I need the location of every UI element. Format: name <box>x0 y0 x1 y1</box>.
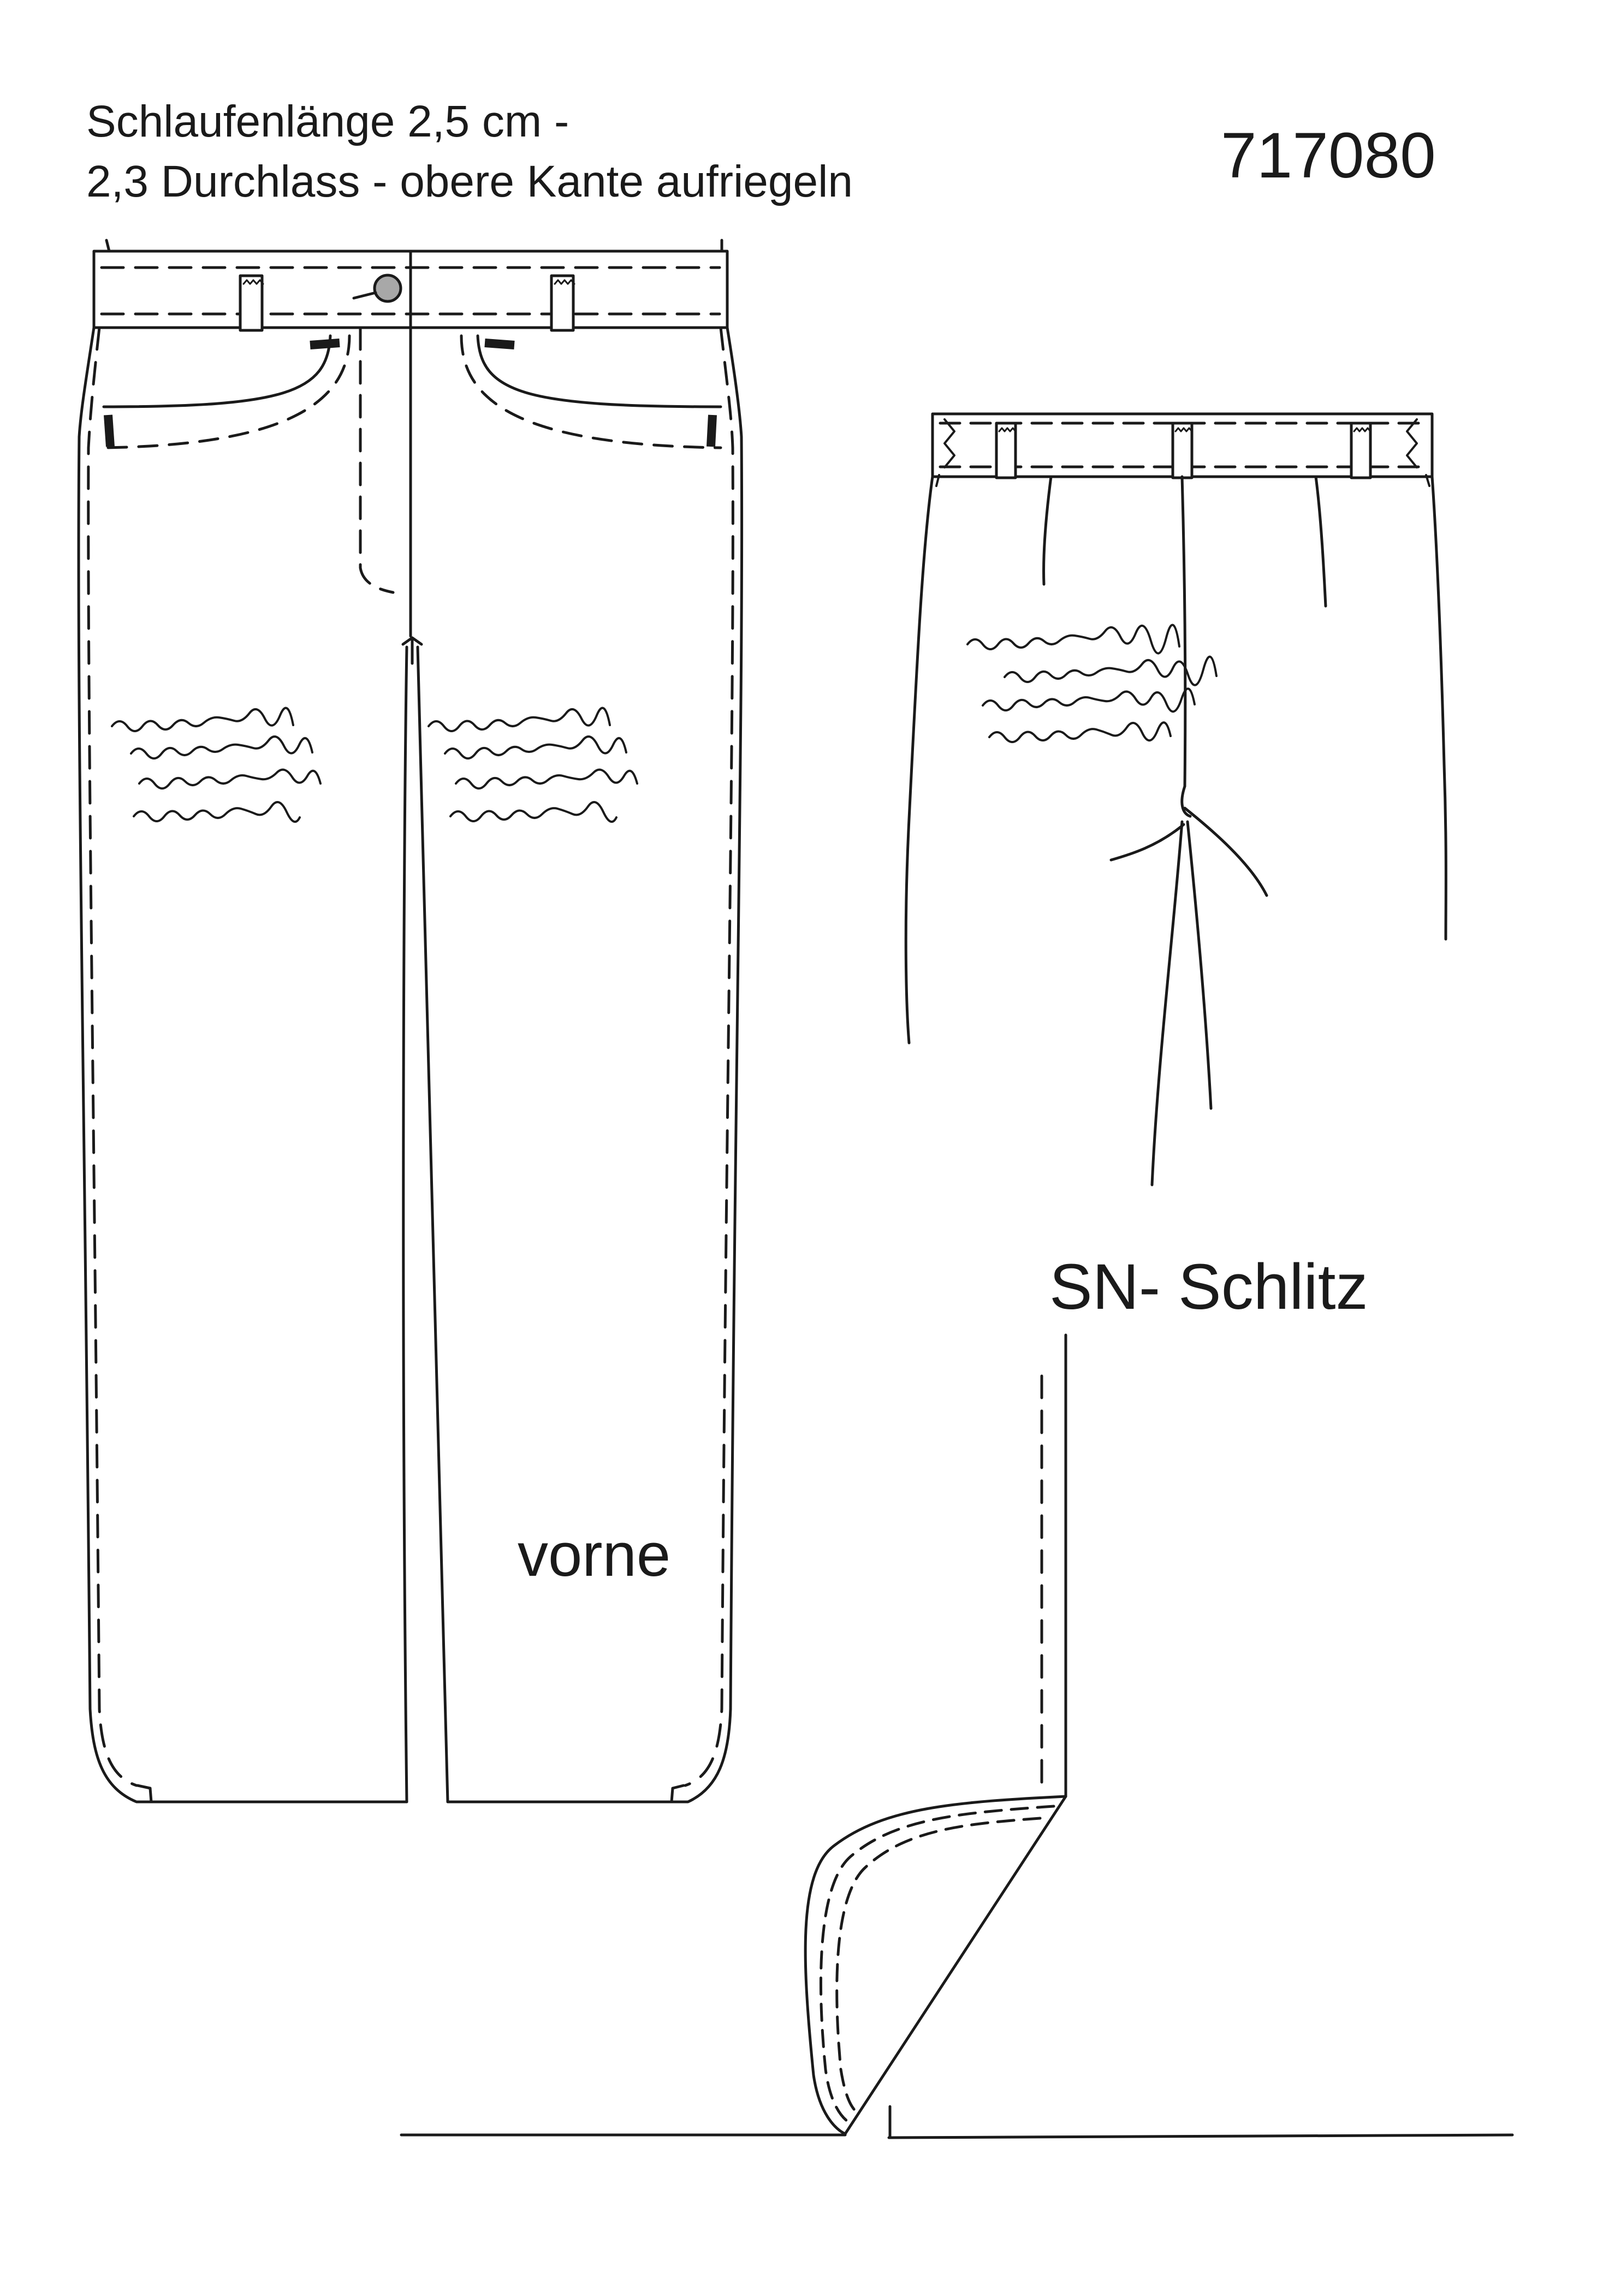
front-left-side-seam <box>77 326 408 1803</box>
slit-detail-label: SN- Schlitz <box>1049 1251 1368 1323</box>
front-view-trousers <box>77 239 744 1803</box>
back-crotch <box>1180 785 1192 818</box>
front-belt-loop-right <box>550 274 575 332</box>
front-right-side-seam <box>446 326 744 1803</box>
front-pocket-right <box>476 334 722 408</box>
front-left-inseam <box>402 645 408 1803</box>
slit-facing-fold <box>844 1795 1067 2135</box>
front-left-knee-wrinkles <box>111 707 322 823</box>
back-crotch-curve-right <box>1183 806 1268 897</box>
front-button <box>373 274 402 303</box>
back-dart-right <box>1314 475 1327 608</box>
front-left-side-topstitch <box>87 326 138 1787</box>
back-inseam-left <box>1150 820 1184 1186</box>
back-seat-wrinkles <box>966 624 1218 743</box>
front-right-side-topstitch <box>684 326 734 1787</box>
front-right-hem-tack <box>670 1784 685 1803</box>
front-pocket-left <box>102 334 332 408</box>
front-belt-loop-left <box>239 274 264 332</box>
front-view-label: vorne <box>518 1521 671 1589</box>
construction-note-line-2: 2,3 Durchlass - obere Kante aufriegeln <box>86 157 853 206</box>
front-pocket-right-topstitch <box>460 334 722 449</box>
front-top-tick-left <box>105 239 111 253</box>
article-number: 717080 <box>1221 120 1436 192</box>
front-fly-topstitch <box>359 326 395 594</box>
front-rivet-right-side <box>707 414 717 447</box>
front-right-knee-wrinkles <box>428 707 638 823</box>
front-pocket-left-topstitch <box>102 334 351 449</box>
back-view-trousers <box>904 412 1447 1186</box>
back-left-side-seam <box>904 475 934 1045</box>
back-dart-left <box>1042 475 1053 586</box>
front-rivet-left-side <box>104 414 115 447</box>
hem-line-right <box>887 2133 1514 2139</box>
front-crotch <box>401 636 423 665</box>
back-inseam-right <box>1186 820 1213 1110</box>
back-crotch-curve-left <box>1109 823 1185 862</box>
back-belt-loop-right <box>1350 422 1372 479</box>
back-belt-loop-left <box>995 422 1017 479</box>
back-centre-seam <box>1180 475 1187 788</box>
slit-facing-topstitch-inner <box>835 1817 1042 2116</box>
front-rivet-left-top <box>310 339 340 349</box>
back-right-side-seam <box>1430 475 1447 941</box>
back-belt-loop-center <box>1171 422 1194 479</box>
front-right-inseam <box>416 645 449 1803</box>
front-left-hem-tack <box>136 1784 153 1803</box>
slit-facing-topstitch-outer <box>819 1805 1055 2126</box>
slit-detail-drawing <box>400 1333 1514 2139</box>
slit-facing-flap <box>804 1795 1067 2135</box>
front-rivet-right-top <box>484 339 515 349</box>
construction-note-line-1: Schlaufenlänge 2,5 cm - <box>86 97 569 146</box>
